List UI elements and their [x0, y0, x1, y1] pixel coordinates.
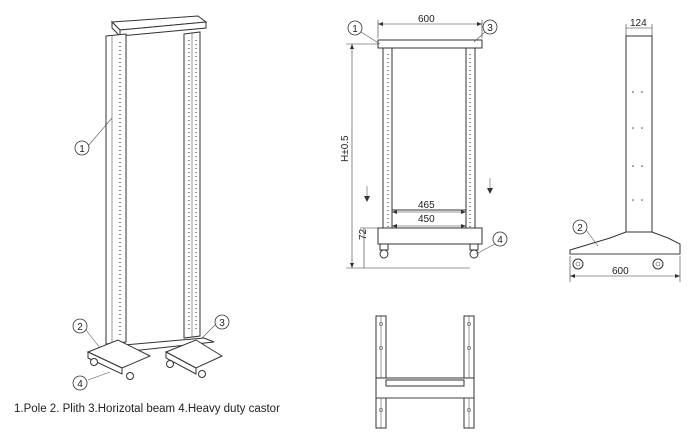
bottom-detail-view: [375, 315, 475, 429]
side-elevation-view: [569, 24, 681, 282]
parts-legend: 1.Pole 2. Plith 3.Horizotal beam 4.Heavy…: [14, 403, 280, 415]
front-callout-castor-label: 4: [497, 235, 503, 246]
front-callout-beam: 3: [482, 19, 498, 35]
dim-base-height: 72: [358, 228, 369, 240]
dim-height: H±0.5: [340, 135, 351, 162]
front-callout-castor: 4: [492, 231, 508, 247]
dim-side-depth: 124: [630, 18, 647, 29]
callout-plinth-label: 2: [77, 322, 83, 333]
dim-front-width: 600: [418, 14, 435, 25]
dim-side-width: 600: [612, 266, 629, 277]
dim-inner-bottom: 450: [418, 214, 435, 225]
front-callout-pole: 1: [347, 20, 363, 36]
side-callout-plinth-label: 2: [577, 223, 583, 234]
callout-pole: 1: [74, 140, 90, 156]
callout-beam-label: 3: [219, 318, 225, 329]
callout-castor-label: 4: [77, 379, 83, 390]
dim-inner-top: 465: [418, 200, 435, 211]
side-callout-plinth: 2: [572, 219, 588, 235]
front-callout-pole-label: 1: [352, 24, 358, 35]
callout-plinth: 2: [72, 318, 88, 334]
isometric-rack-view: [85, 15, 224, 381]
callout-pole-label: 1: [79, 144, 85, 155]
callout-beam: 3: [214, 314, 230, 330]
front-callout-beam-label: 3: [487, 23, 493, 34]
callout-castor: 4: [72, 375, 88, 391]
front-elevation-view: [346, 20, 496, 269]
